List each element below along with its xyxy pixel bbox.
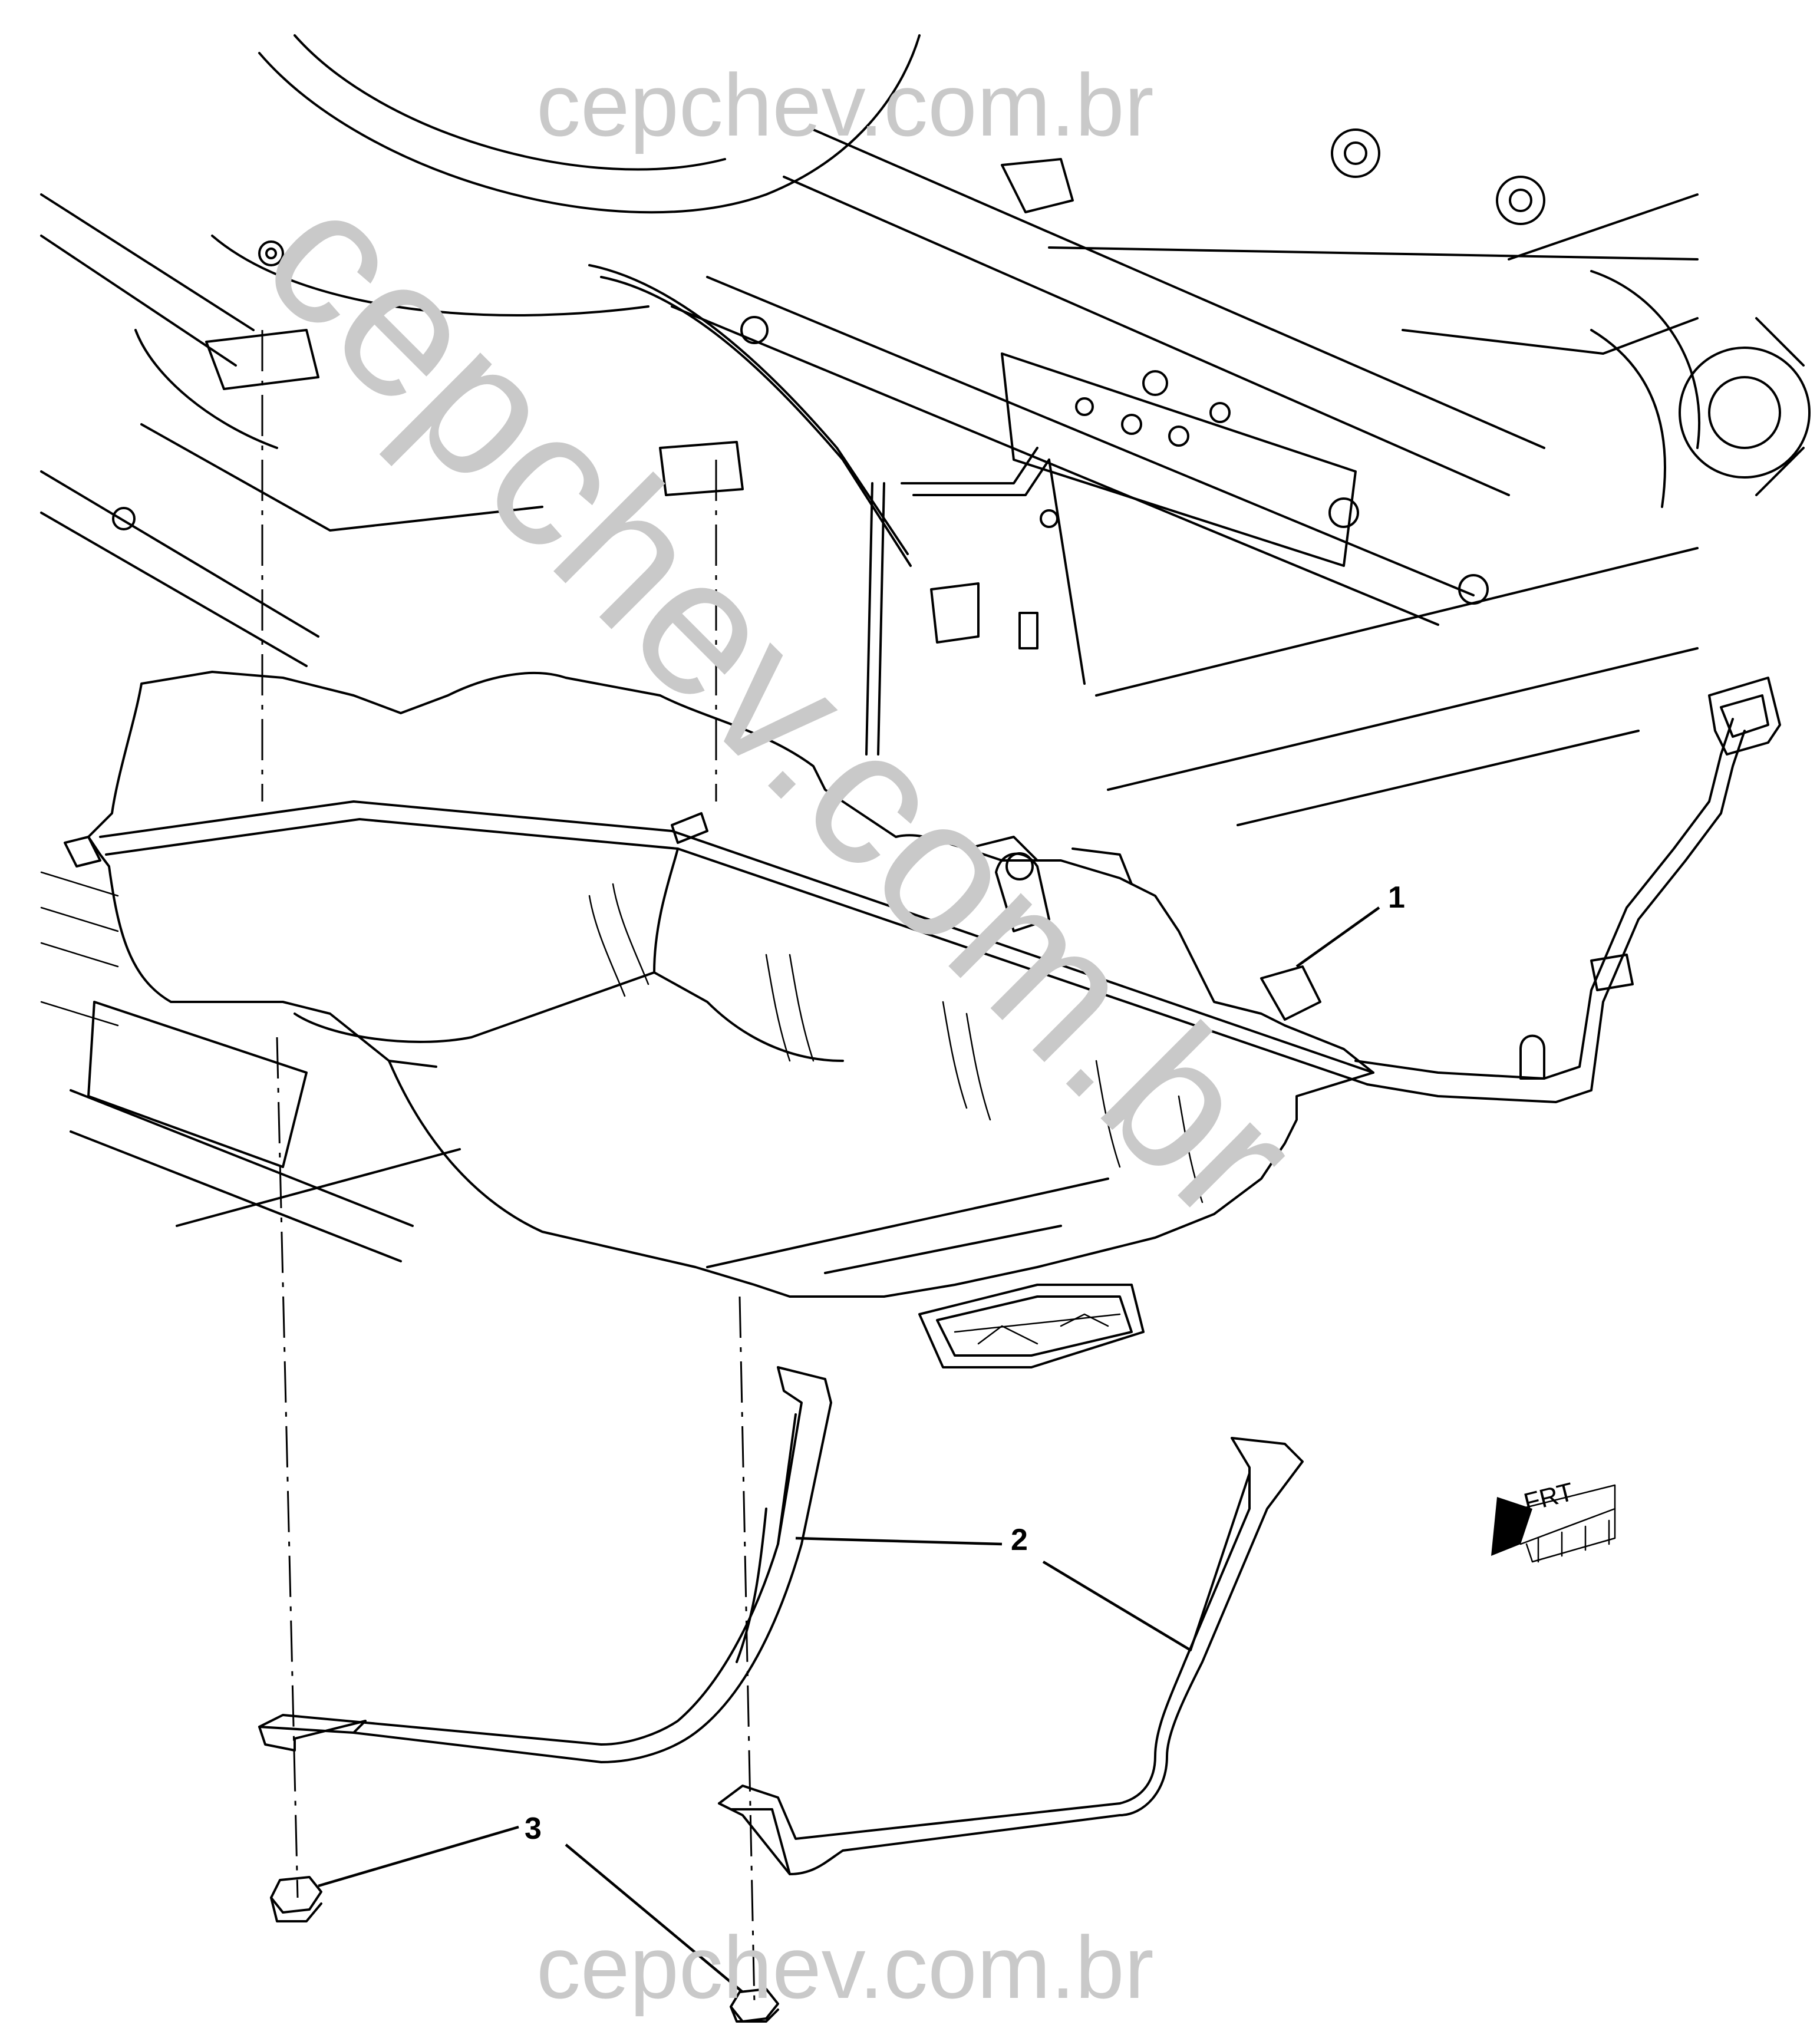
callout-3-leader-a [318, 1825, 519, 1888]
callout-2-leader-a [795, 1536, 1003, 1546]
fuel-tank [64, 671, 1781, 1368]
callout-2-leader-b [1042, 1561, 1192, 1651]
strap-nut-right [730, 1988, 779, 2023]
strap-nut-left [270, 1876, 322, 1922]
watermark-top: cepchev.com.br [536, 55, 1154, 154]
front-arrow-icon [1491, 1497, 1532, 1556]
fuel-tank-strap-right [718, 1437, 1304, 1875]
front-direction-indicator: FRT [1491, 1477, 1616, 1563]
frt-label: FRT [1521, 1477, 1577, 1518]
callout-1-leader [1295, 906, 1380, 968]
assembly-center-lines [261, 330, 756, 2004]
callout-3-label: 3 [525, 1812, 542, 1846]
watermark-bottom: cepchev.com.br [536, 1918, 1154, 2017]
callout-3-leader-b [565, 1843, 744, 1993]
callout-2-label: 2 [1011, 1523, 1028, 1557]
watermark-diagonal: cepchev.com.br [223, 147, 1338, 1262]
callout-1-label: 1 [1388, 880, 1405, 915]
fuel-tank-strap-left [258, 1366, 832, 1763]
